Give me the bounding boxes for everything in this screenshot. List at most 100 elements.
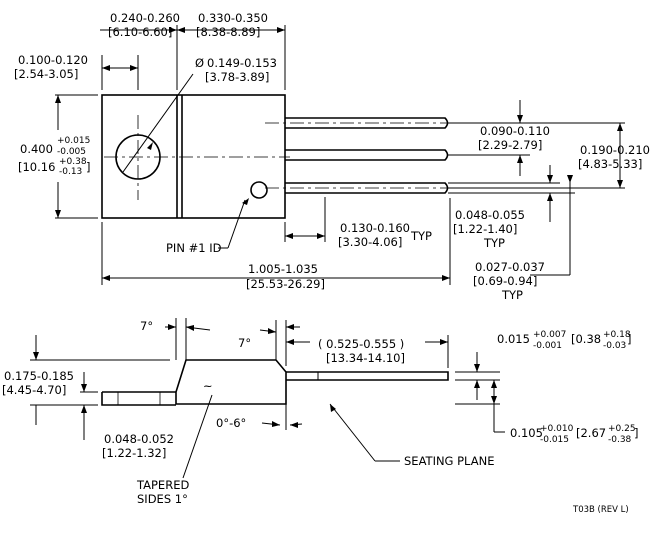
arrow [272,421,280,427]
seating-plane-label: SEATING PLANE [404,454,494,468]
arrow [130,65,138,71]
tab-outline [101,392,176,406]
tab-thickness-mm: [1.22-1.32] [102,446,166,460]
lead-width-mm: [1.22-1.40] [453,222,517,236]
leader [122,73,194,173]
height-mm-tol-minus: -0.13 [59,167,82,177]
lead-offset-mm-close: ] [627,332,632,346]
lead-length-mm: [13.34-14.10] [326,351,405,365]
tab-edge-label: 0.100-0.120 [18,53,88,67]
arrow [147,142,153,150]
arrow [290,422,298,428]
top-view: 0.240-0.260 [6.10-6.60] 0.330-0.350 [8.3… [14,11,650,302]
lead-span-label: 0.190-0.210 [580,143,650,157]
lead-pitch-label: 0.090-0.110 [480,124,550,138]
tab-thickness-label: 0.048-0.052 [104,432,174,446]
overall-length-label: 1.005-1.035 [248,262,318,276]
arrow [186,325,194,331]
height-mm-nom: [10.16 [18,160,55,174]
height-mm-close: ] [86,160,91,174]
tab-edge-mm: [2.54-3.05] [14,67,78,81]
leader [182,394,213,479]
standoff-nom: 0.105 [510,426,543,440]
arrow [285,233,293,239]
leader [227,199,246,249]
arrow [442,275,450,281]
standoff-mm-tol-minus: -0.38 [608,435,632,445]
arrow [81,405,87,413]
arrow [102,275,110,281]
lead-shoulder-mm: [3.30-4.06] [338,235,402,249]
hole-dia-mm: [3.78-3.89] [205,70,269,84]
height-label: 0.175-0.185 [4,369,74,383]
side-lead [286,371,449,381]
lead-shoulder-typ: TYP [410,229,432,243]
arrow [440,339,448,345]
lead-width-label: 0.048-0.055 [455,208,525,222]
lead-length-body-label: 0.330-0.350 [198,11,268,25]
arrow [617,123,623,131]
arrow [277,27,285,33]
lead-thickness-label: 0.027-0.037 [475,260,545,274]
pin1-marker [250,181,268,199]
arrow [242,198,249,205]
standoff-mm-tol-plus: +0.25 [608,424,636,434]
arrow [474,364,480,372]
arrow [286,339,294,345]
arrow [169,27,177,33]
body-width-mm: [6.10-6.60] [108,25,172,39]
arrow [491,380,497,388]
tapered-label-2: SIDES 1° [137,492,188,506]
lead-width-typ: TYP [483,236,505,250]
hole-dia-label: 0.149-0.153 [207,56,277,70]
lead-span-mm: [4.83-5.33] [578,157,642,171]
side-view: ~ [2,318,639,515]
standoff-mm: [2.67 [576,426,606,440]
standoff-mm-close: ] [634,426,639,440]
arrow [102,65,110,71]
arrow [168,324,176,330]
arrow [491,396,497,404]
arrow [617,180,623,188]
lead-thickness-mm: [0.69-0.94] [473,274,537,288]
package-outline [101,94,286,219]
arrow [286,324,294,330]
pin1-label: PIN #1 ID [166,241,222,255]
lead-offset-tol-plus: +0.007 [533,330,566,340]
lead-offset-mm-tol-plus: +0.18 [603,330,631,340]
height-mm-tol-plus: +0.38 [59,157,87,167]
height-tol-minus: -0.005 [57,147,86,157]
arrow [33,352,39,360]
lead-2 [285,149,449,161]
arrow [81,384,87,392]
arrow [547,193,553,201]
angle-left-label: 7° [140,319,153,333]
arrow [474,380,480,388]
hole-dia-symbol: Ø [195,56,204,70]
arrow [567,175,573,183]
revision-label: T03B (REV L) [572,505,629,515]
lead-length-label: ( 0.525-0.555 ) [318,337,404,351]
height-nom: 0.400 [20,142,53,156]
arrow [268,328,276,334]
height-mm: [4.45-4.70] [2,383,66,397]
arrow [55,210,61,218]
lead-offset-mm-tol-minus: -0.03 [603,341,626,351]
lead-offset-tol-minus: -0.001 [533,341,562,351]
arrow [330,404,336,412]
angle-right-label: 7° [238,336,251,350]
arrow [55,95,61,103]
lead-thickness-typ: TYP [501,288,523,302]
overall-length-mm: [25.53-26.29] [246,277,325,291]
lead-pitch-mm: [2.29-2.79] [478,138,542,152]
standoff-tol-plus: +0.010 [540,424,574,434]
arrow [177,27,185,33]
arrow [517,115,523,123]
standoff-tol-minus: -0.015 [540,435,569,445]
height-tol-plus: +0.015 [57,136,90,146]
side-body-outline [102,359,287,405]
body-width-label: 0.240-0.260 [110,11,180,25]
tilt-label: 0°-6° [216,416,246,430]
arrow [517,155,523,163]
